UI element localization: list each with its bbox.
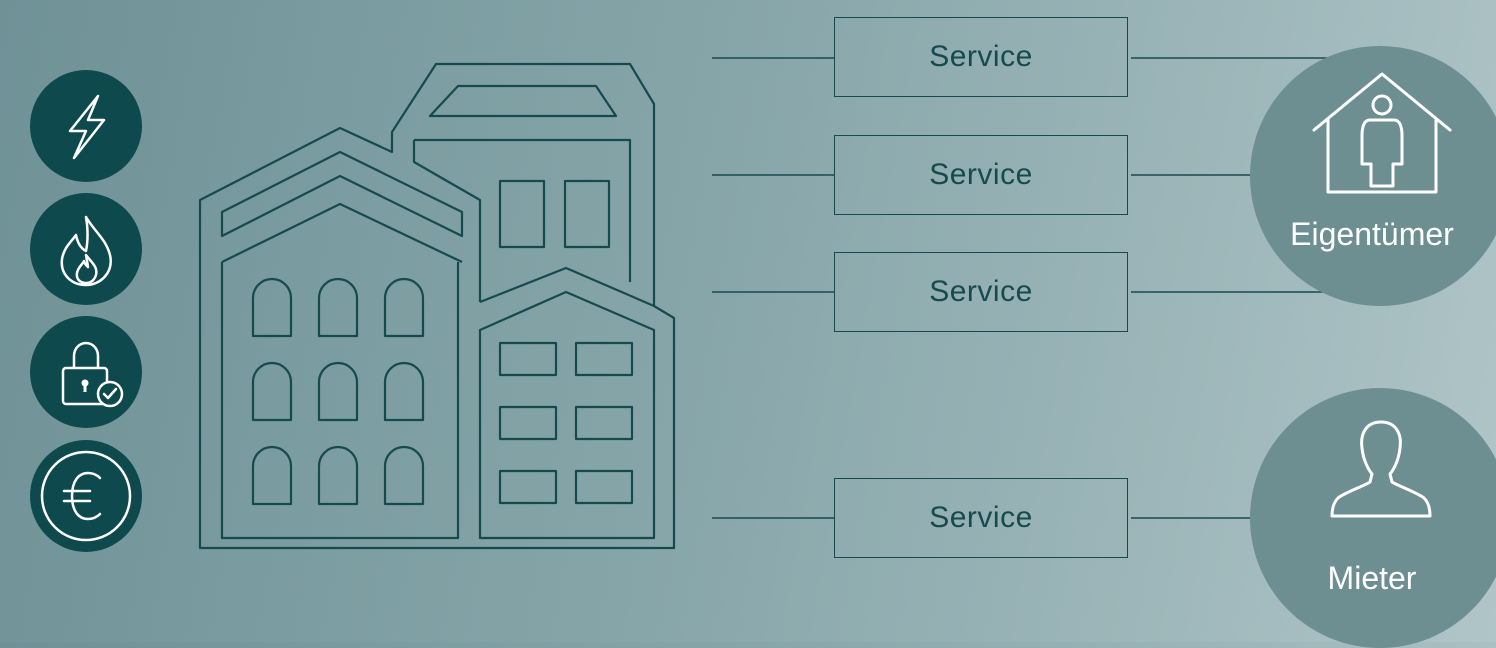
tenant-circle: Mieter	[1250, 388, 1496, 648]
service-label: Service	[929, 501, 1033, 534]
euro-circle	[30, 440, 142, 552]
flame-circle	[30, 193, 142, 305]
euro-icon	[40, 450, 132, 542]
padlock-circle	[30, 316, 142, 428]
service-box-3: Service	[834, 252, 1128, 332]
service-box-2: Service	[834, 135, 1128, 215]
lightning-icon	[68, 94, 106, 160]
owner-circle: Eigentümer	[1250, 46, 1496, 306]
house-person-icon	[1312, 72, 1452, 194]
service-label: Service	[929, 158, 1033, 191]
person-icon	[1330, 420, 1432, 518]
service-box-4: Service	[834, 478, 1128, 558]
lightning-circle	[30, 70, 142, 182]
tenant-label: Mieter	[1327, 560, 1417, 596]
padlock-check-icon	[61, 341, 124, 408]
owner-label: Eigentümer	[1290, 216, 1454, 252]
flame-icon	[60, 215, 112, 287]
service-box-1: Service	[834, 17, 1128, 97]
service-label: Service	[929, 40, 1033, 73]
service-label: Service	[929, 275, 1033, 308]
